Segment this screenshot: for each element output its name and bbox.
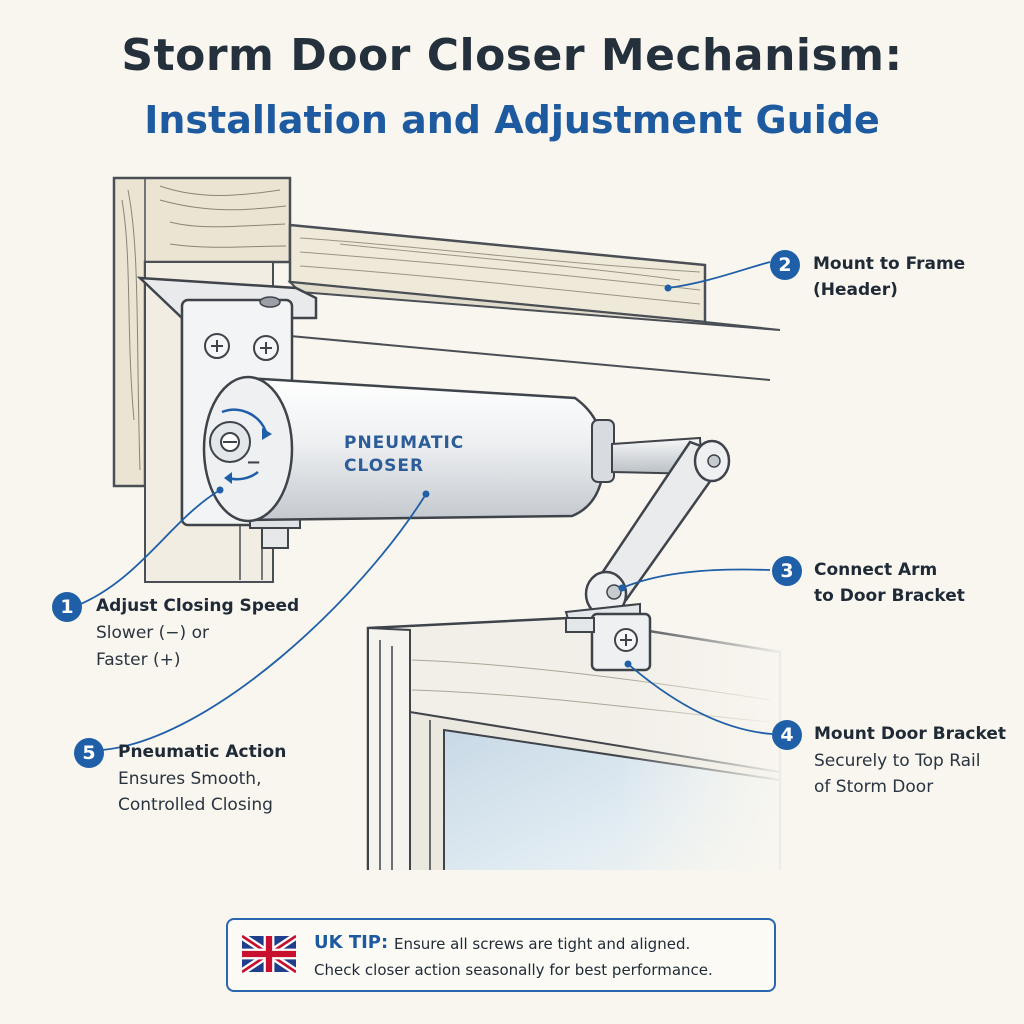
connecting-arm	[584, 439, 731, 618]
bracket-screw-right	[253, 335, 279, 361]
closer-label-line2: CLOSER	[344, 456, 424, 476]
leader-line-3	[621, 568, 771, 589]
callout-text: Faster (+)	[96, 650, 181, 670]
callout-text: (Header)	[813, 280, 898, 300]
callout-text: of Storm Door	[814, 777, 934, 797]
callout-title: Mount to Frame	[813, 254, 966, 274]
page-subtitle: Installation and Adjustment Guide	[144, 98, 880, 142]
closer-label-line1: PNEUMATIC	[344, 433, 464, 453]
door-bracket-screw	[614, 628, 638, 652]
step-badge-3: 3	[772, 556, 802, 586]
bracket-screw-left	[204, 333, 230, 359]
leader-line-4	[627, 663, 773, 735]
step-badge-2: 2	[770, 250, 800, 280]
speed-adjustment-screw	[209, 421, 251, 463]
tip-label: UK TIP:	[314, 932, 389, 953]
step-badge-5: 5	[74, 738, 104, 768]
leader-line-2	[667, 261, 771, 289]
minus-sign: −	[246, 452, 261, 473]
tip-text-line1: Ensure all screws are tight and aligned.	[394, 935, 691, 953]
callout-text: to Door Bracket	[814, 586, 965, 606]
page-title: Storm Door Closer Mechanism:	[121, 30, 903, 81]
leader-lines	[75, 261, 773, 751]
header-beam	[287, 223, 781, 381]
union-jack-flag-icon	[242, 934, 296, 974]
callout-title: Pneumatic Action	[118, 742, 287, 762]
leader-line-5	[101, 493, 427, 751]
storm-door	[360, 616, 800, 910]
callout-title: Connect Arm	[814, 560, 938, 580]
callout-title: Adjust Closing Speed	[96, 596, 300, 616]
step-badge-4: 4	[772, 720, 802, 750]
callout-text: Ensures Smooth,	[118, 769, 262, 789]
leader-line-1	[75, 489, 221, 607]
step-badge-1: 1	[52, 592, 82, 622]
tip-text-line2: Check closer action seasonally for best …	[314, 961, 713, 979]
callout-text: Controlled Closing	[118, 795, 273, 815]
callout-title: Mount Door Bracket	[814, 724, 1007, 744]
callout-text: Slower (−) or	[96, 623, 209, 643]
leader-end-dots	[216, 284, 672, 668]
uk-tip-box: UK TIP: Ensure all screws are tight and …	[226, 918, 776, 992]
callout-text: Securely to Top Rail	[814, 751, 981, 771]
rotation-arrow-icon	[221, 408, 272, 484]
